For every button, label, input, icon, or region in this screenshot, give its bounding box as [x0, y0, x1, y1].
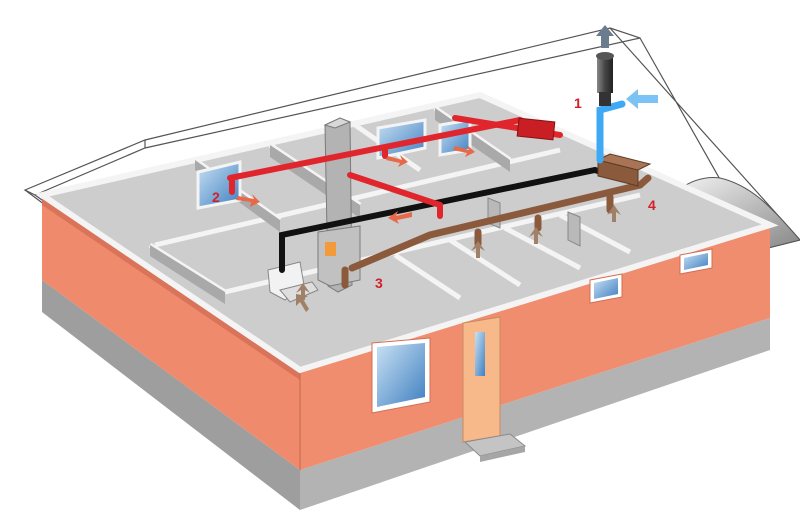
heat-recovery-unit — [596, 153, 652, 187]
supply-flow-arrows — [236, 145, 475, 224]
intake-left-arrow-icon — [626, 89, 658, 109]
outflow-arrow-icon — [386, 155, 408, 167]
supply-fan-unit — [516, 117, 556, 141]
fresh-air-intake — [596, 100, 626, 164]
chimney — [317, 117, 361, 293]
inflow-arrow-icon — [471, 241, 485, 258]
front-door — [462, 316, 527, 462]
extract-flow-arrows — [296, 205, 621, 312]
exhaust-stack — [596, 52, 614, 106]
exterior-windows — [371, 248, 713, 414]
callout-3: 3 — [375, 275, 383, 291]
outflow-arrow-icon — [388, 211, 412, 224]
callout-2: 2 — [212, 189, 220, 205]
outflow-arrow-icon — [453, 145, 475, 157]
callout-4: 4 — [648, 197, 656, 213]
inflow-arrow-icon — [529, 227, 543, 244]
extract-air-duct — [341, 174, 652, 289]
exhaust-up-arrow-icon — [596, 25, 614, 48]
inflow-arrow-icon — [296, 294, 309, 312]
kitchen-hood — [267, 261, 319, 303]
outflow-arrow-icon — [236, 194, 260, 207]
inflow-arrow-icon — [607, 205, 621, 222]
callout-1: 1 — [574, 95, 582, 111]
inflow-arrow-icon — [296, 283, 310, 300]
foundation — [42, 280, 770, 510]
